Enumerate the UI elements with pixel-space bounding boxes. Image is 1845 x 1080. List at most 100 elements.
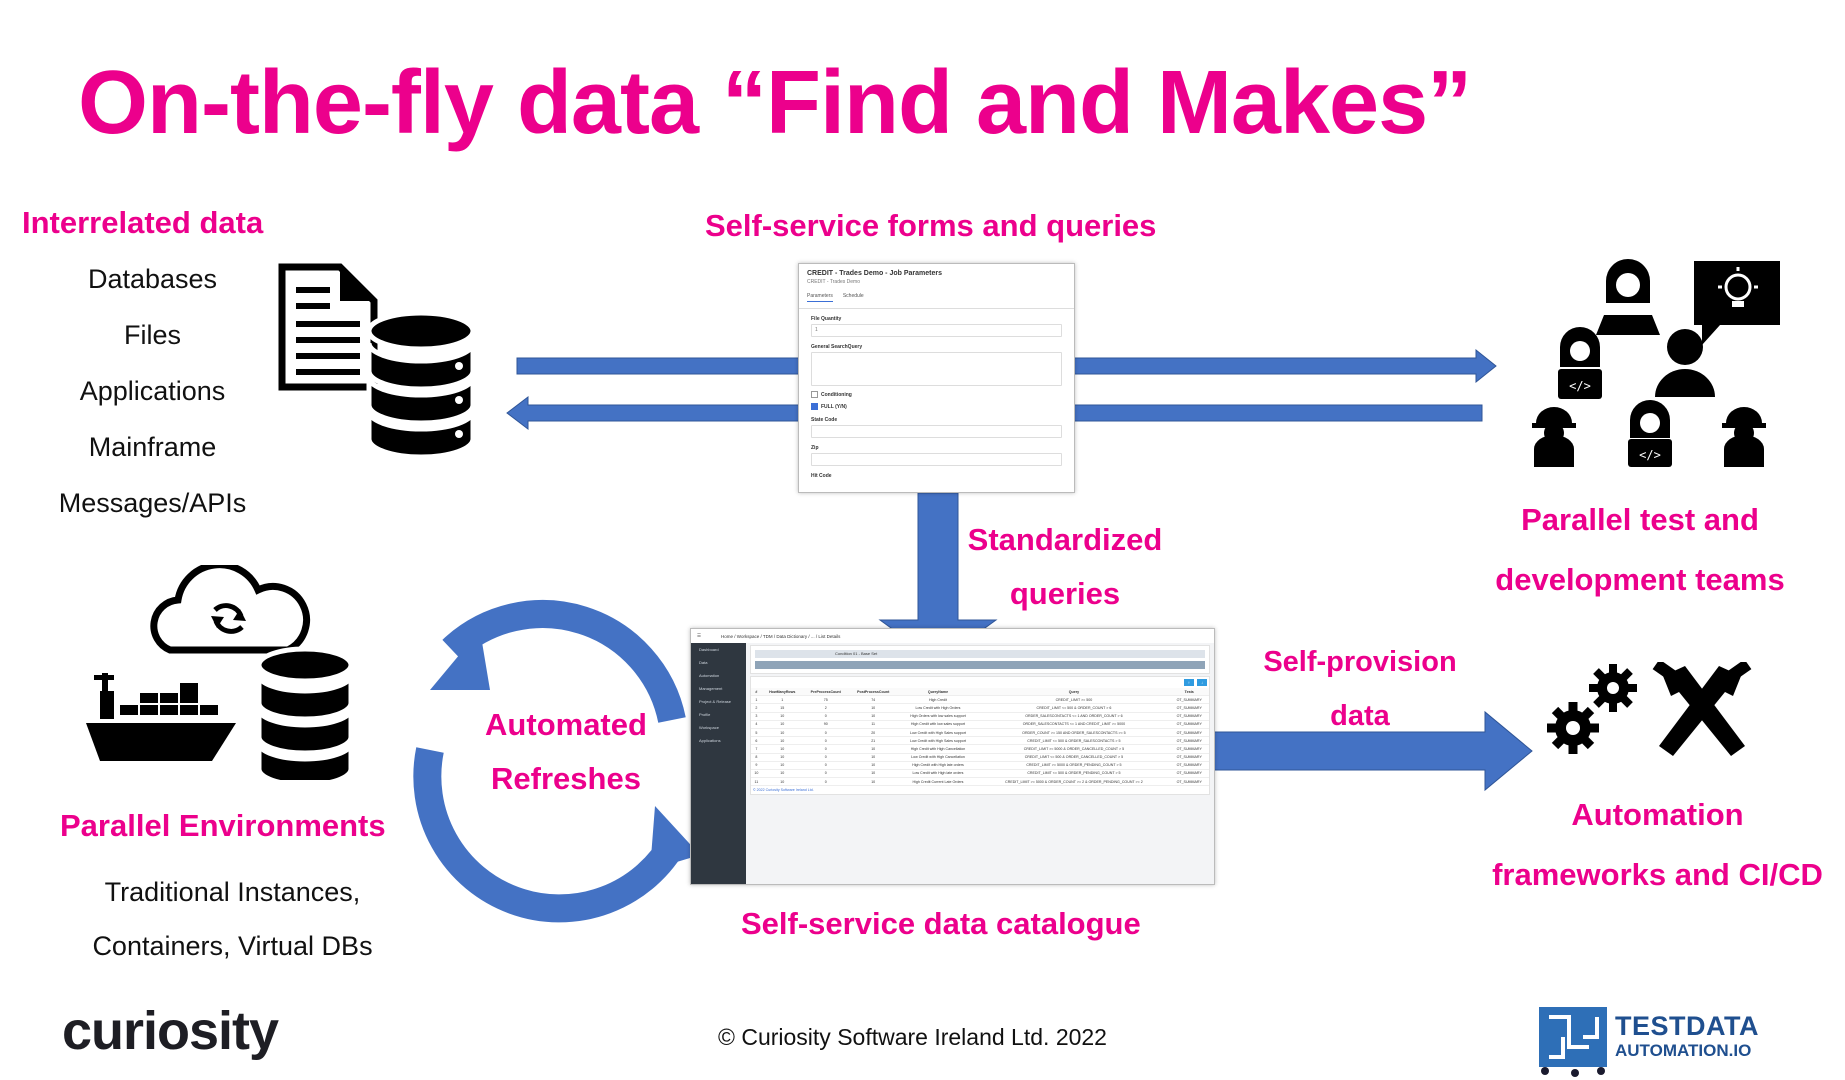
table-cell: CREDIT_LIMIT <= 500 & ORDER_SALESCONTACT… <box>978 736 1170 746</box>
automation-label: Automation frameworks and CI/CD <box>1470 785 1845 905</box>
tab-schedule[interactable]: Schedule <box>842 293 864 299</box>
table-cell: High Credit <box>897 695 979 705</box>
table-cell: 9 <box>751 761 762 770</box>
column-header[interactable]: QueryName <box>897 688 979 697</box>
table-cell: 10 <box>761 728 803 738</box>
copyright-text: © Curiosity Software Ireland Ltd. 2022 <box>718 1024 1107 1050</box>
checkbox-box[interactable] <box>811 403 818 410</box>
engineer-icon <box>1722 407 1766 467</box>
sidebar-item[interactable]: Applications <box>699 738 721 743</box>
zip-input[interactable] <box>811 453 1062 466</box>
table-cell: High Credit with High Cancellation <box>897 744 979 754</box>
self-provision-line1: Self-provision <box>1263 646 1457 678</box>
sidebar-item[interactable]: Workspace <box>699 725 719 730</box>
environments-icons <box>86 565 354 780</box>
table-cell: 10 <box>761 744 803 754</box>
checkbox-box[interactable] <box>811 391 818 398</box>
table-cell: OT_SUMMARY <box>1169 720 1209 729</box>
list-item: Files <box>123 320 181 350</box>
container-ship-icon <box>86 673 236 761</box>
teams-people-icons: </> </> <box>1532 259 1780 467</box>
column-header[interactable]: # <box>751 688 762 697</box>
search-query-input[interactable] <box>811 352 1062 386</box>
sidebar-item[interactable]: Dashboard <box>699 647 719 652</box>
table-cell: 2 <box>751 703 762 713</box>
conditioning-checkbox[interactable]: Conditioning <box>799 386 1074 398</box>
environments-line1: Traditional Instances, <box>104 877 361 907</box>
sidebar-item[interactable]: Automation <box>699 673 720 678</box>
column-header[interactable]: Tests <box>1169 688 1209 697</box>
column-header[interactable]: PostProcessCount <box>848 688 898 697</box>
teams-line2: development teams <box>1495 562 1785 597</box>
table-cell: 10 <box>848 769 898 779</box>
list-item: Mainframe <box>88 432 217 462</box>
document-database-icon <box>278 263 476 460</box>
state-code-select[interactable] <box>811 425 1062 438</box>
automation-icons <box>1547 662 1752 756</box>
app-menu-icon[interactable]: ☰ <box>697 633 702 638</box>
upload-button[interactable]: ↑ <box>1183 679 1194 686</box>
table-cell: High Orders with low sales support <box>897 712 979 721</box>
environments-heading: Parallel Environments <box>60 808 386 843</box>
table-cell: CREDIT_LIMIT <= 500 & ORDER_CANCELLED_CO… <box>978 753 1170 762</box>
name-input[interactable]: Condition 01 - Base Set <box>755 650 1205 658</box>
table-cell: 10 <box>848 761 898 770</box>
full-checkbox[interactable]: FULL (Y/N) <box>799 398 1074 410</box>
download-button[interactable]: ↓ <box>1197 679 1207 686</box>
table-cell: 5 <box>751 728 762 738</box>
parameters-bar[interactable] <box>755 661 1205 669</box>
tab-parameters[interactable]: Parameters <box>807 293 833 302</box>
database-icon <box>256 646 354 780</box>
catalogue-sidebar: Dashboard Data Automation Management Pro… <box>691 643 746 884</box>
logo-line1: TESTDATA <box>1615 1011 1759 1041</box>
table-cell: CREDIT_LIMIT >= 5000 & ORDER_COUNT >= 2 … <box>978 777 1170 787</box>
table-cell: 10 <box>761 720 803 729</box>
table-cell: 20 <box>848 728 898 738</box>
table-cell: 0 <box>802 753 849 762</box>
refresh-arrowheads <box>430 630 700 870</box>
column-header[interactable]: Query <box>978 688 1170 697</box>
forms-heading: Self-service forms and queries <box>705 208 1157 243</box>
sidebar-item[interactable]: Profile <box>699 712 711 717</box>
table-cell: CREDIT_LIMIT <= 500 & ORDER_COUNT > 6 <box>978 703 1170 713</box>
list-item: Applications <box>79 376 226 406</box>
table-cell: OT_SUMMARY <box>1169 728 1209 738</box>
sidebar-item[interactable]: Management <box>699 686 723 691</box>
field-label: File Quantity <box>811 316 842 322</box>
table-cell: 0 <box>802 712 849 721</box>
table-cell: 10 <box>848 753 898 762</box>
checkbox-label: Conditioning <box>821 391 852 398</box>
refreshes-line1: Automated <box>485 707 647 742</box>
table-cell: 10 <box>761 712 803 721</box>
sidebar-item[interactable]: Project & Release <box>699 699 732 704</box>
automation-line2: frameworks and CI/CD <box>1492 857 1823 892</box>
table-cell: OT_SUMMARY <box>1169 761 1209 770</box>
teams-line1: Parallel test and <box>1521 502 1759 537</box>
column-header[interactable]: HowManyRows <box>761 688 803 697</box>
catalogue-heading: Self-service data catalogue <box>741 906 1141 941</box>
interrelated-heading: Interrelated data <box>22 205 264 240</box>
table-cell: High Credit Current Late Orders <box>897 777 979 787</box>
environments-line2: Containers, Virtual DBs <box>92 931 373 961</box>
table-cell: OT_SUMMARY <box>1169 712 1209 721</box>
table-cell: 2 <box>802 703 849 713</box>
table-cell: 4 <box>751 720 762 729</box>
catalogue-topbar: ☰ Home / Workspace / TDM / Data Dictiona… <box>691 629 1214 644</box>
file-quantity-input[interactable]: 1 <box>811 324 1062 337</box>
page-title: On-the-fly data “Find and Makes” <box>78 53 1472 153</box>
sidebar-item[interactable]: Data <box>699 660 708 665</box>
column-header[interactable]: PreProcessCount <box>802 688 849 697</box>
curiosity-logo: curiosity <box>62 1001 279 1061</box>
catalogue-breadcrumb: Home / Workspace / TDM / Data Dictionary… <box>721 633 841 639</box>
